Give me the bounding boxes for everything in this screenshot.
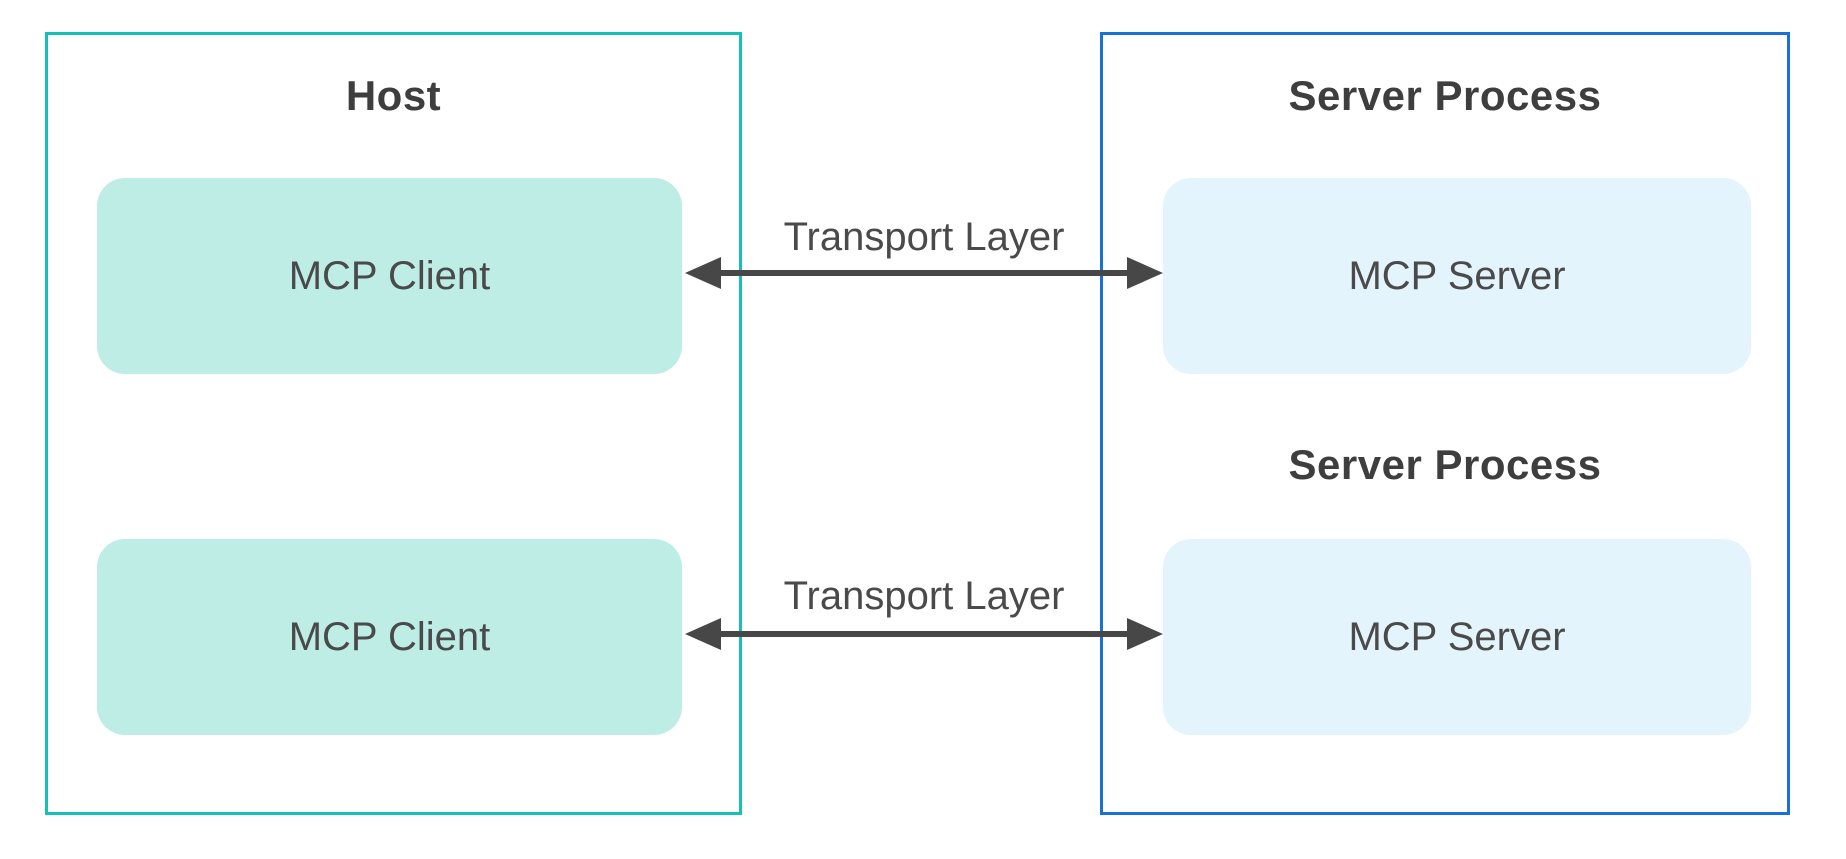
mcp-server-node-2: MCP Server [1163, 539, 1751, 735]
mcp-client-node-1: MCP Client [97, 178, 682, 374]
server-process-container: Server Process MCP Server Server Process… [1100, 32, 1790, 815]
transport-layer-label-2: Transport Layer [783, 574, 1065, 618]
host-title: Host [345, 72, 442, 119]
mcp-client-label-1: MCP Client [288, 253, 491, 298]
arrow-head-left [685, 618, 721, 650]
host-container: Host MCP Client MCP Client [45, 32, 742, 815]
mcp-server-label-1: MCP Server [1348, 253, 1566, 298]
server-process-title-1: Server Process [1288, 72, 1602, 119]
server-process-title-2: Server Process [1288, 441, 1602, 488]
mcp-server-node-1: MCP Server [1163, 178, 1751, 374]
double-arrow-icon-1 [685, 257, 1163, 289]
mcp-server-label-2: MCP Server [1348, 614, 1566, 659]
transport-layer-label-1: Transport Layer [783, 215, 1065, 259]
mcp-client-node-2: MCP Client [97, 539, 682, 735]
mcp-client-label-2: MCP Client [288, 614, 491, 659]
arrow-head-right [1127, 257, 1163, 289]
double-arrow-icon-2 [685, 618, 1163, 650]
arrow-head-right [1127, 618, 1163, 650]
arrow-head-left [685, 257, 721, 289]
